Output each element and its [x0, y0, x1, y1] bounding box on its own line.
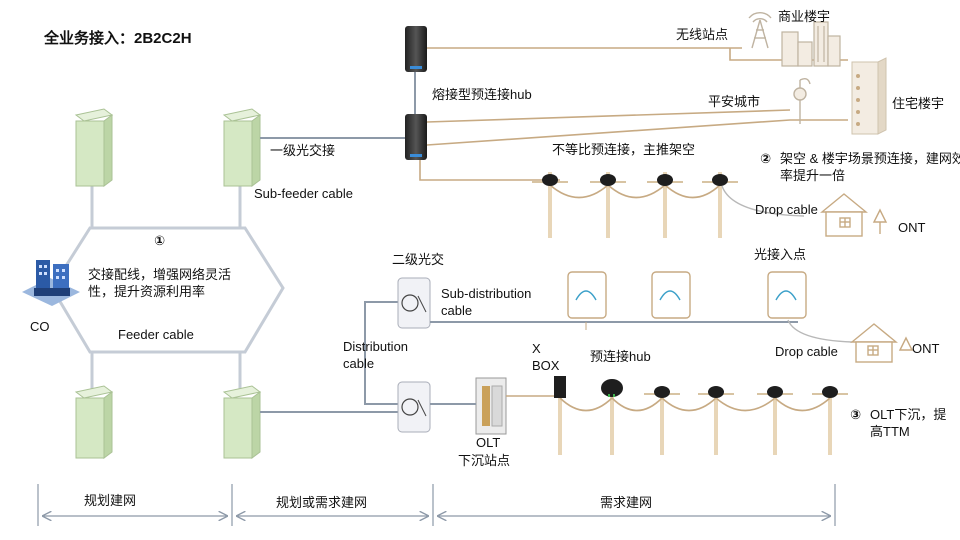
aerial-poles-row-2 [554, 376, 848, 455]
cabinet-top-left [74, 108, 114, 187]
optical-access-point-label: 光接入点 [754, 247, 807, 262]
house-icon-top [820, 193, 888, 237]
fusion-hub-label: 熔接型预连接hub [432, 87, 532, 102]
distribution-cable-label: Distribution cable [343, 339, 409, 371]
olt-label: OLT [476, 435, 501, 450]
ont-top-label: ONT [898, 220, 926, 235]
note-2-text: 架空 & 楼宇场景预连接，建网效率提升一倍 [780, 151, 960, 183]
drop-cable-top-label: Drop cable [755, 202, 818, 217]
office-building-icon [22, 260, 80, 306]
sub-feeder-links [260, 72, 416, 139]
ont-bottom-label: ONT [912, 341, 940, 356]
wireless-tower-icon [748, 12, 772, 49]
safe-city-camera-icon [793, 77, 811, 124]
sub-distribution-line [430, 321, 798, 330]
drop-cable-bottom-line [787, 319, 853, 343]
distribution-cross-box [397, 381, 431, 433]
cabinet-top-right [222, 108, 262, 187]
sub-distribution-label: Sub-distribution cable [441, 286, 532, 318]
residential-building-icon [851, 57, 887, 135]
page-title: 全业务接入：2B2C2H [44, 30, 192, 47]
footer-planned-or-demand: 规划或需求建网 [276, 495, 368, 510]
preconnect-hub-label: 预连接hub [590, 349, 651, 364]
safe-city-label: 平安城市 [708, 94, 761, 109]
wireless-site-label: 无线站点 [676, 27, 729, 42]
drop-cable-bottom-label: Drop cable [775, 344, 838, 359]
cabinet-bottom-left [74, 385, 114, 459]
fusion-hub-tower-top [405, 26, 427, 72]
level2-cross-box [397, 277, 431, 329]
hub-distribution-lines [419, 47, 848, 181]
xbox-label: X BOX [532, 341, 560, 373]
co-label: CO [30, 319, 50, 334]
fusion-hub-tower-bottom [405, 114, 427, 160]
commercial-building-icon [781, 21, 841, 67]
olt-cabinet-icon [475, 377, 507, 435]
house-icon-bottom [850, 323, 914, 363]
cabinet-links [90, 185, 242, 390]
distribution-cable-line [364, 301, 398, 405]
footer-planned: 规划建网 [84, 493, 137, 508]
note-1-text: 交接配线，增强网络灵活性，提升资源利用率 [88, 267, 232, 299]
access-point-boxes [567, 271, 807, 319]
level2-cross-label: 二级光交 [392, 252, 445, 267]
sub-feeder-label: Sub-feeder cable [254, 186, 354, 201]
feeder-cable-label: Feeder cable [118, 327, 194, 342]
note-3-number: ③ [850, 407, 862, 422]
residential-building-label: 住宅楼宇 [892, 96, 945, 111]
olt-site-label: 下沉站点 [458, 453, 511, 468]
note-2-number: ② [760, 151, 772, 166]
note-3-text: OLT下沉，提高TTM [870, 407, 947, 439]
note-1-number: ① [154, 233, 166, 248]
commercial-building-label: 商业楼宇 [778, 9, 831, 24]
level1-cross-label: 一级光交接 [270, 143, 336, 158]
unequal-preconnect-label: 不等比预连接，主推架空 [552, 142, 696, 157]
footer-demand: 需求建网 [600, 495, 653, 510]
footer-timeline [37, 484, 836, 526]
aerial-poles-row-1 [532, 172, 805, 238]
cabinet-bottom-right [222, 385, 262, 459]
